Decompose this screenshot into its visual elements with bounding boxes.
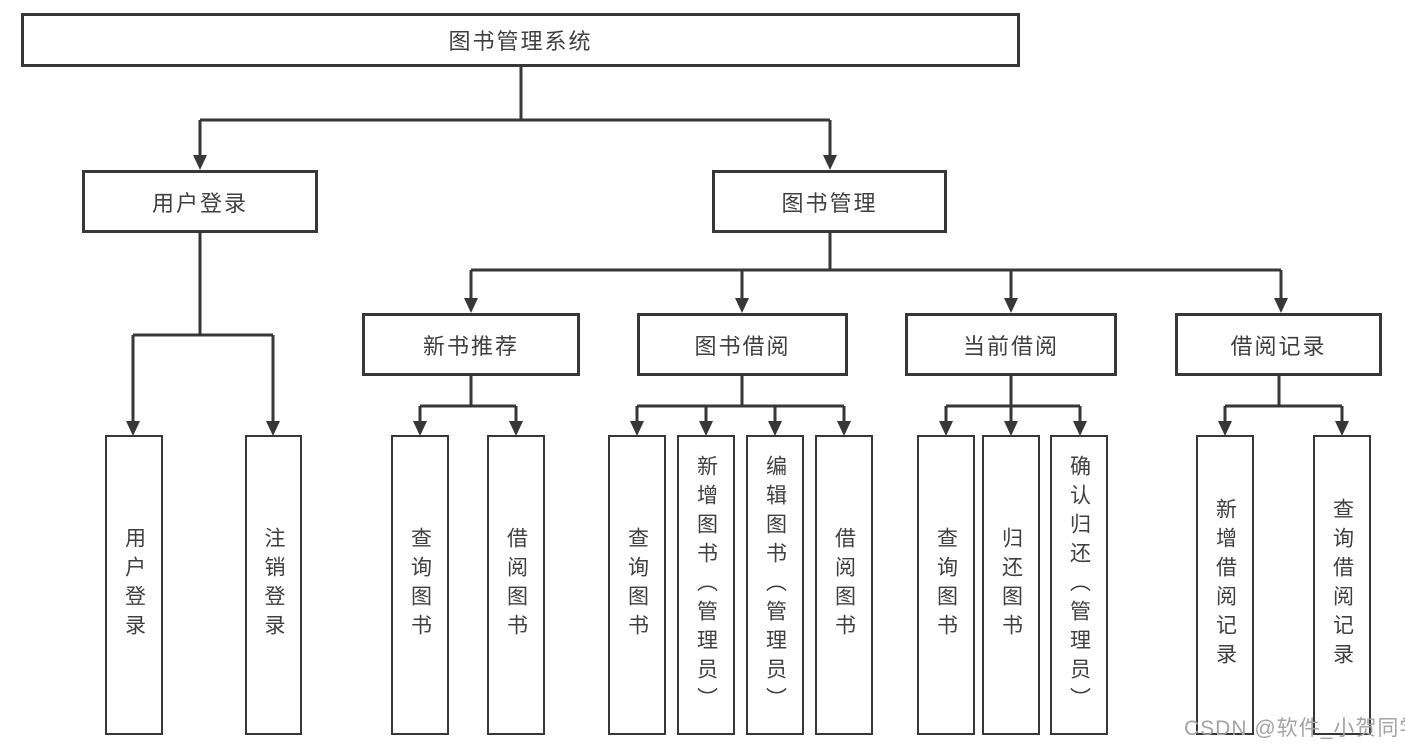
node-label: 用户登录 [122, 527, 146, 643]
node-label: 借阅记录 [1230, 333, 1327, 359]
node-current-borrow: 当前借阅 [905, 313, 1117, 376]
node-label: 当前借阅 [962, 333, 1059, 359]
node-label: 新增图书（管理员） [694, 454, 718, 716]
node-label: 借阅图书 [504, 527, 528, 643]
node-label: 注销登录 [262, 527, 285, 643]
node-label: 归还图书 [999, 527, 1023, 643]
node-book-borrow: 图书借阅 [637, 313, 848, 376]
leaf-add-borrow-record: 新增借阅记录 [1196, 435, 1254, 735]
leaf-edit-book-admin: 编辑图书（管理员） [746, 435, 804, 735]
node-label: 图书管理 [781, 190, 878, 216]
node-new-book-recommend: 新书推荐 [362, 313, 580, 376]
node-label: 新增借阅记录 [1213, 498, 1237, 672]
node-label: 确认归还（管理员） [1067, 454, 1091, 716]
node-label: 查询图书 [934, 527, 958, 643]
node-label: 新书推荐 [422, 333, 519, 359]
csdn-watermark: CSDN @软件_小贺同学 [1184, 717, 1405, 740]
node-label: 编辑图书（管理员） [763, 454, 787, 716]
leaf-logout: 注销登录 [245, 435, 302, 735]
node-user-login: 用户登录 [82, 170, 318, 233]
node-label: 借阅图书 [832, 527, 856, 643]
leaf-return-books: 归还图书 [982, 435, 1040, 735]
node-label: 图书管理系统 [448, 29, 593, 54]
leaf-confirm-return-admin: 确认归还（管理员） [1050, 435, 1108, 735]
leaf-borrow-books-1: 借阅图书 [487, 435, 545, 735]
leaf-borrow-books-2: 借阅图书 [815, 435, 873, 735]
node-label: 用户登录 [151, 190, 248, 216]
leaf-query-books-3: 查询图书 [917, 435, 975, 735]
node-library-system: 图书管理系统 [21, 13, 1020, 67]
leaf-user-login: 用户登录 [105, 435, 163, 735]
leaf-query-books-1: 查询图书 [391, 435, 449, 735]
node-label: 图书借阅 [694, 333, 791, 359]
node-label: 查询图书 [625, 527, 649, 643]
node-book-management: 图书管理 [712, 170, 947, 233]
node-label: 查询图书 [408, 527, 432, 643]
leaf-add-book-admin: 新增图书（管理员） [677, 435, 735, 735]
leaf-query-borrow-record: 查询借阅记录 [1313, 435, 1371, 735]
node-label: 查询借阅记录 [1330, 498, 1354, 672]
leaf-query-books-2: 查询图书 [608, 435, 666, 735]
node-borrow-records: 借阅记录 [1175, 313, 1382, 376]
